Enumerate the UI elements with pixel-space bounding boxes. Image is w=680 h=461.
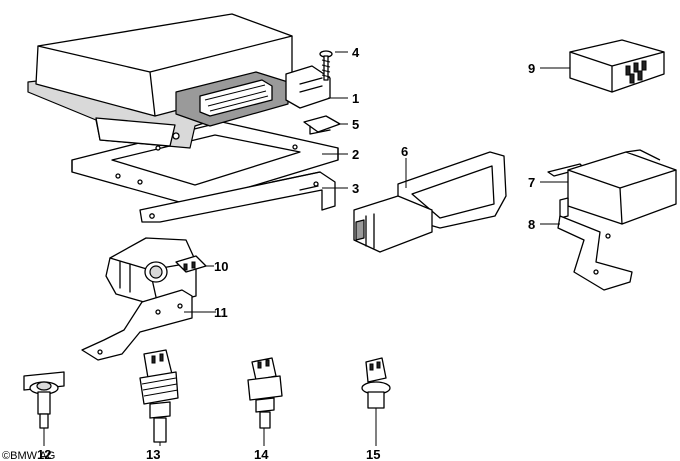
callout-2: 2 <box>352 147 359 162</box>
callout-10: 10 <box>214 259 228 274</box>
callout-4: 4 <box>352 45 360 60</box>
screw-part-4 <box>319 50 333 81</box>
connector-part-1 <box>285 65 331 109</box>
callout-9: 9 <box>528 61 535 76</box>
sensor-part-12 <box>23 371 65 429</box>
bracket-part-11 <box>81 289 193 361</box>
callout-11: 11 <box>214 305 228 320</box>
copyright-label: ©BMW AG <box>2 450 55 461</box>
sensor-part-14 <box>247 357 283 429</box>
callout-8: 8 <box>528 217 535 232</box>
clip-part-5 <box>303 115 341 135</box>
callout-1: 1 <box>352 91 359 106</box>
sensor-part-13 <box>139 349 179 443</box>
bracket-part-3 <box>139 171 336 223</box>
callout-7: 7 <box>528 175 535 190</box>
relay-part-10 <box>105 237 207 307</box>
cover-part-6 <box>353 151 507 253</box>
callout-13: 13 <box>146 447 160 461</box>
leader-lines <box>43 51 570 446</box>
relay-part-9 <box>569 39 665 93</box>
control-unit-housing <box>27 13 293 151</box>
callout-6: 6 <box>401 144 408 159</box>
callouts: 1 2 3 4 5 6 7 8 9 10 11 12 13 14 15 <box>37 45 535 461</box>
sensor-part-15 <box>361 357 391 409</box>
callout-3: 3 <box>352 181 359 196</box>
callout-14: 14 <box>254 447 269 461</box>
callout-5: 5 <box>352 117 359 132</box>
callout-12: 12 <box>37 447 51 461</box>
bracket-part-8 <box>557 197 633 291</box>
callout-15: 15 <box>366 447 380 461</box>
relay-pins <box>625 60 647 84</box>
